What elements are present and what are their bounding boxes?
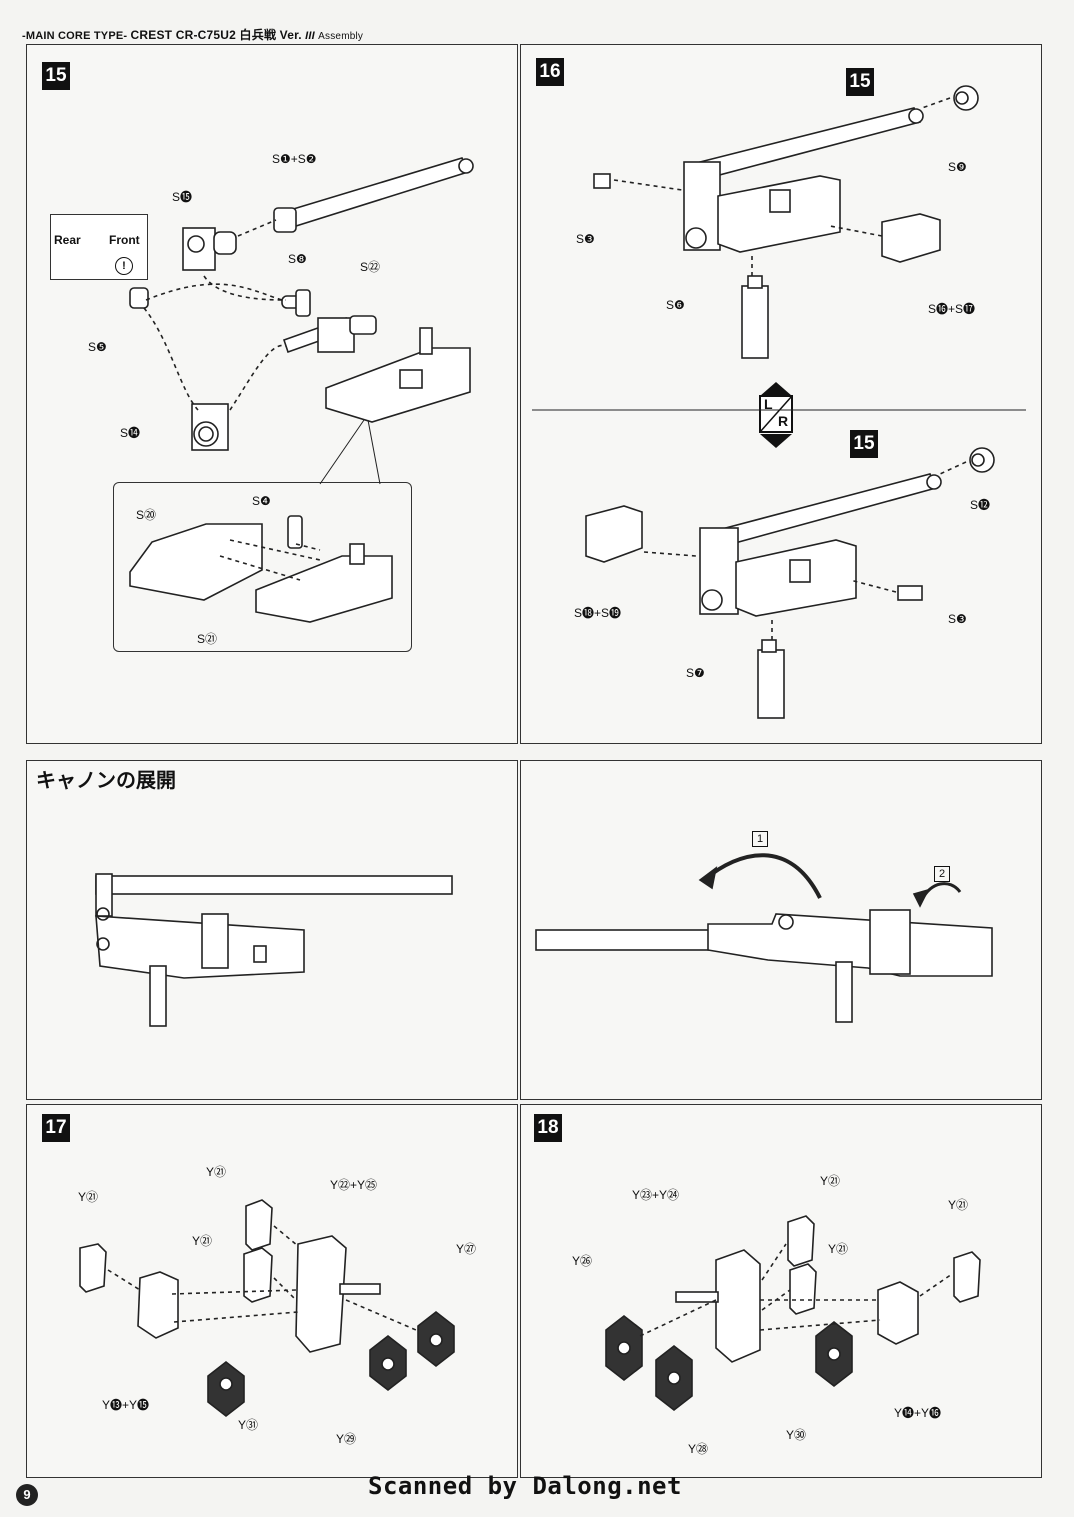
warning-icon: ! (115, 257, 133, 275)
part-label: Y㉛ (238, 1418, 259, 1432)
part-label: S⓰+S⓱ (928, 302, 976, 316)
lr-r: R (778, 413, 789, 429)
rear-block-part (182, 227, 237, 271)
part-label: S⑳ (136, 508, 157, 522)
rod-part (282, 315, 377, 354)
header-suffix: Assembly (318, 31, 364, 42)
orientation-note: Rear Front ! (50, 214, 148, 280)
part-label: Y㉑ (948, 1198, 969, 1212)
inset-small-part (287, 515, 303, 549)
side-joint-part (137, 1271, 179, 1339)
part-label: S⓮ (120, 426, 141, 440)
part-label: Y㉑ (192, 1234, 213, 1248)
side-joint-part (877, 1281, 919, 1345)
part-label: Y㉑ (206, 1165, 227, 1179)
hex-plate (369, 1334, 407, 1392)
ring-part (191, 403, 229, 451)
sub-step-badge: 15 (850, 430, 878, 458)
part-label: Y㉘ (688, 1442, 709, 1456)
part-label: S❸ (576, 232, 595, 246)
cannon-title: キャノンの展開 (36, 770, 176, 792)
hex-plate (417, 1310, 455, 1368)
small-ring-part (969, 447, 995, 473)
hex-plate (655, 1344, 693, 1412)
part-label: Y㉑ (820, 1174, 841, 1188)
part-label: Y㉒+Y㉕ (330, 1178, 378, 1192)
clip-part (129, 287, 149, 309)
step-17-panel (26, 1104, 518, 1478)
small-ring-part (953, 85, 979, 111)
inset-right-shell (255, 543, 393, 623)
lr-mirror-icon: L R (756, 380, 796, 450)
body-part (325, 327, 471, 423)
armor-plate (789, 1263, 817, 1315)
assembled-cannon-bottom (699, 473, 942, 617)
step-17-badge: 17 (42, 1114, 70, 1142)
part-label: S㉒ (360, 260, 381, 274)
part-label: Y㉙ (336, 1432, 357, 1446)
armor-plate (79, 1243, 107, 1293)
header-prefix: -MAIN CORE TYPE- (22, 30, 128, 42)
rear-label: Rear (54, 233, 81, 247)
cannon-deployed (535, 853, 993, 1023)
tab-part (593, 173, 611, 189)
armor-plate (243, 1247, 273, 1303)
lr-l: L (764, 396, 773, 412)
part-label: Y㉓+Y㉔ (632, 1188, 680, 1202)
part-label: S❶+S❷ (272, 152, 317, 166)
inset-left-shell (129, 523, 263, 601)
part-label: S❸ (948, 612, 967, 626)
part-label: S⓯ (172, 190, 193, 204)
header-model: CREST CR-C75U2 白兵戦 Ver. (130, 28, 302, 42)
part-label: S㉑ (197, 632, 218, 646)
armor-plate (245, 1199, 273, 1251)
step-15-badge: 15 (42, 62, 70, 90)
part-label: Y⓮+Y⓰ (894, 1406, 942, 1420)
header-roman: III (305, 30, 315, 42)
assembled-cannon-top (683, 107, 924, 253)
part-label: S❾ (948, 160, 967, 174)
armor-plate (787, 1215, 815, 1267)
page-header: -MAIN CORE TYPE- CREST CR-C75U2 白兵戦 Ver.… (22, 26, 363, 43)
tab-part (897, 585, 923, 601)
part-label: Y㉑ (828, 1242, 849, 1256)
hip-core-part (295, 1235, 381, 1353)
armor-plate (953, 1251, 981, 1303)
part-label: S❼ (686, 666, 705, 680)
hip-core-part (675, 1249, 761, 1363)
part-label: S❹ (252, 494, 271, 508)
pin-part (281, 289, 311, 317)
hex-plate (605, 1314, 643, 1382)
part-label: S❺ (88, 340, 107, 354)
part-label: S❽ (288, 252, 307, 266)
barrel-part (273, 157, 474, 233)
step-18-badge: 18 (534, 1114, 562, 1142)
part-label: Y㉑ (78, 1190, 99, 1204)
step-16-badge: 16 (536, 58, 564, 86)
grip-part (741, 275, 769, 359)
front-label: Front (109, 233, 140, 247)
part-label: S⓬ (970, 498, 991, 512)
part-label: Y㉗ (456, 1242, 477, 1256)
sub-step-badge: 15 (846, 68, 874, 96)
side-block-part (881, 213, 941, 263)
hex-plate (815, 1320, 853, 1388)
cannon-folded (95, 873, 453, 1027)
motion-step-1: 1 (752, 831, 768, 847)
part-label: Y㉖ (572, 1254, 593, 1268)
page-number: 9 (16, 1484, 38, 1506)
motion-step-2: 2 (934, 866, 950, 882)
part-label: Y㉚ (786, 1428, 807, 1442)
part-label: Y⓭+Y⓯ (102, 1398, 150, 1412)
hex-plate (207, 1360, 245, 1418)
part-label: S⓲+S⓳ (574, 606, 622, 620)
side-block-part (585, 505, 643, 563)
part-label: S❻ (666, 298, 685, 312)
scan-credit: Scanned by Dalong.net (368, 1472, 682, 1500)
grip-part (757, 639, 785, 719)
